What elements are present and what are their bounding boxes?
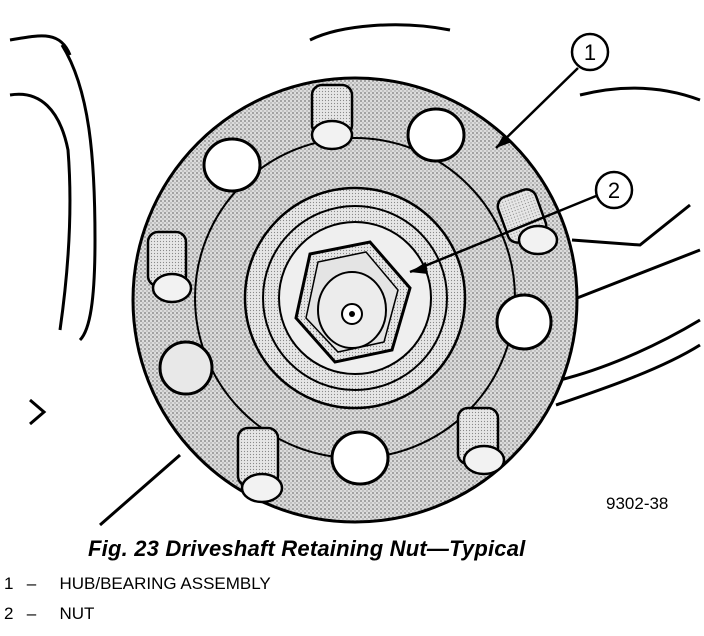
legend-separator: – — [26, 604, 37, 623]
callout-1: 1 — [495, 32, 610, 149]
hub-diagram: 1 2 — [9, 23, 701, 527]
wheel-stud — [146, 230, 193, 304]
wheel-stud — [236, 426, 284, 504]
bolt-hole — [202, 137, 262, 193]
legend-separator: – — [26, 574, 37, 593]
figure-caption: Fig. 23 Driveshaft Retaining Nut—Typical — [88, 536, 526, 561]
bolt-holes — [158, 107, 553, 486]
legend-number: 1 — [4, 574, 14, 593]
bolt-hole — [330, 430, 390, 486]
bolt-hole — [406, 107, 466, 163]
wheel-stud — [310, 83, 354, 151]
bolt-hole — [158, 340, 214, 396]
callout-1-label: 1 — [584, 40, 596, 65]
knuckle-outline — [9, 23, 701, 527]
legend-item: 1 – HUB/BEARING ASSEMBLY — [4, 574, 271, 594]
bolt-hole — [495, 293, 553, 351]
legend-label: HUB/BEARING ASSEMBLY — [59, 574, 271, 593]
callout-2-label: 2 — [608, 178, 620, 203]
legend-number: 2 — [4, 604, 14, 623]
callout-2: 2 — [409, 170, 634, 274]
wheel-stud — [496, 188, 559, 256]
retaining-nut — [294, 240, 412, 364]
legend-item: 2 – NUT — [4, 604, 94, 624]
legend-label: NUT — [59, 604, 95, 623]
wheel-studs — [146, 83, 559, 504]
wheel-stud — [456, 406, 506, 476]
figure-number: 9302-38 — [606, 494, 669, 513]
